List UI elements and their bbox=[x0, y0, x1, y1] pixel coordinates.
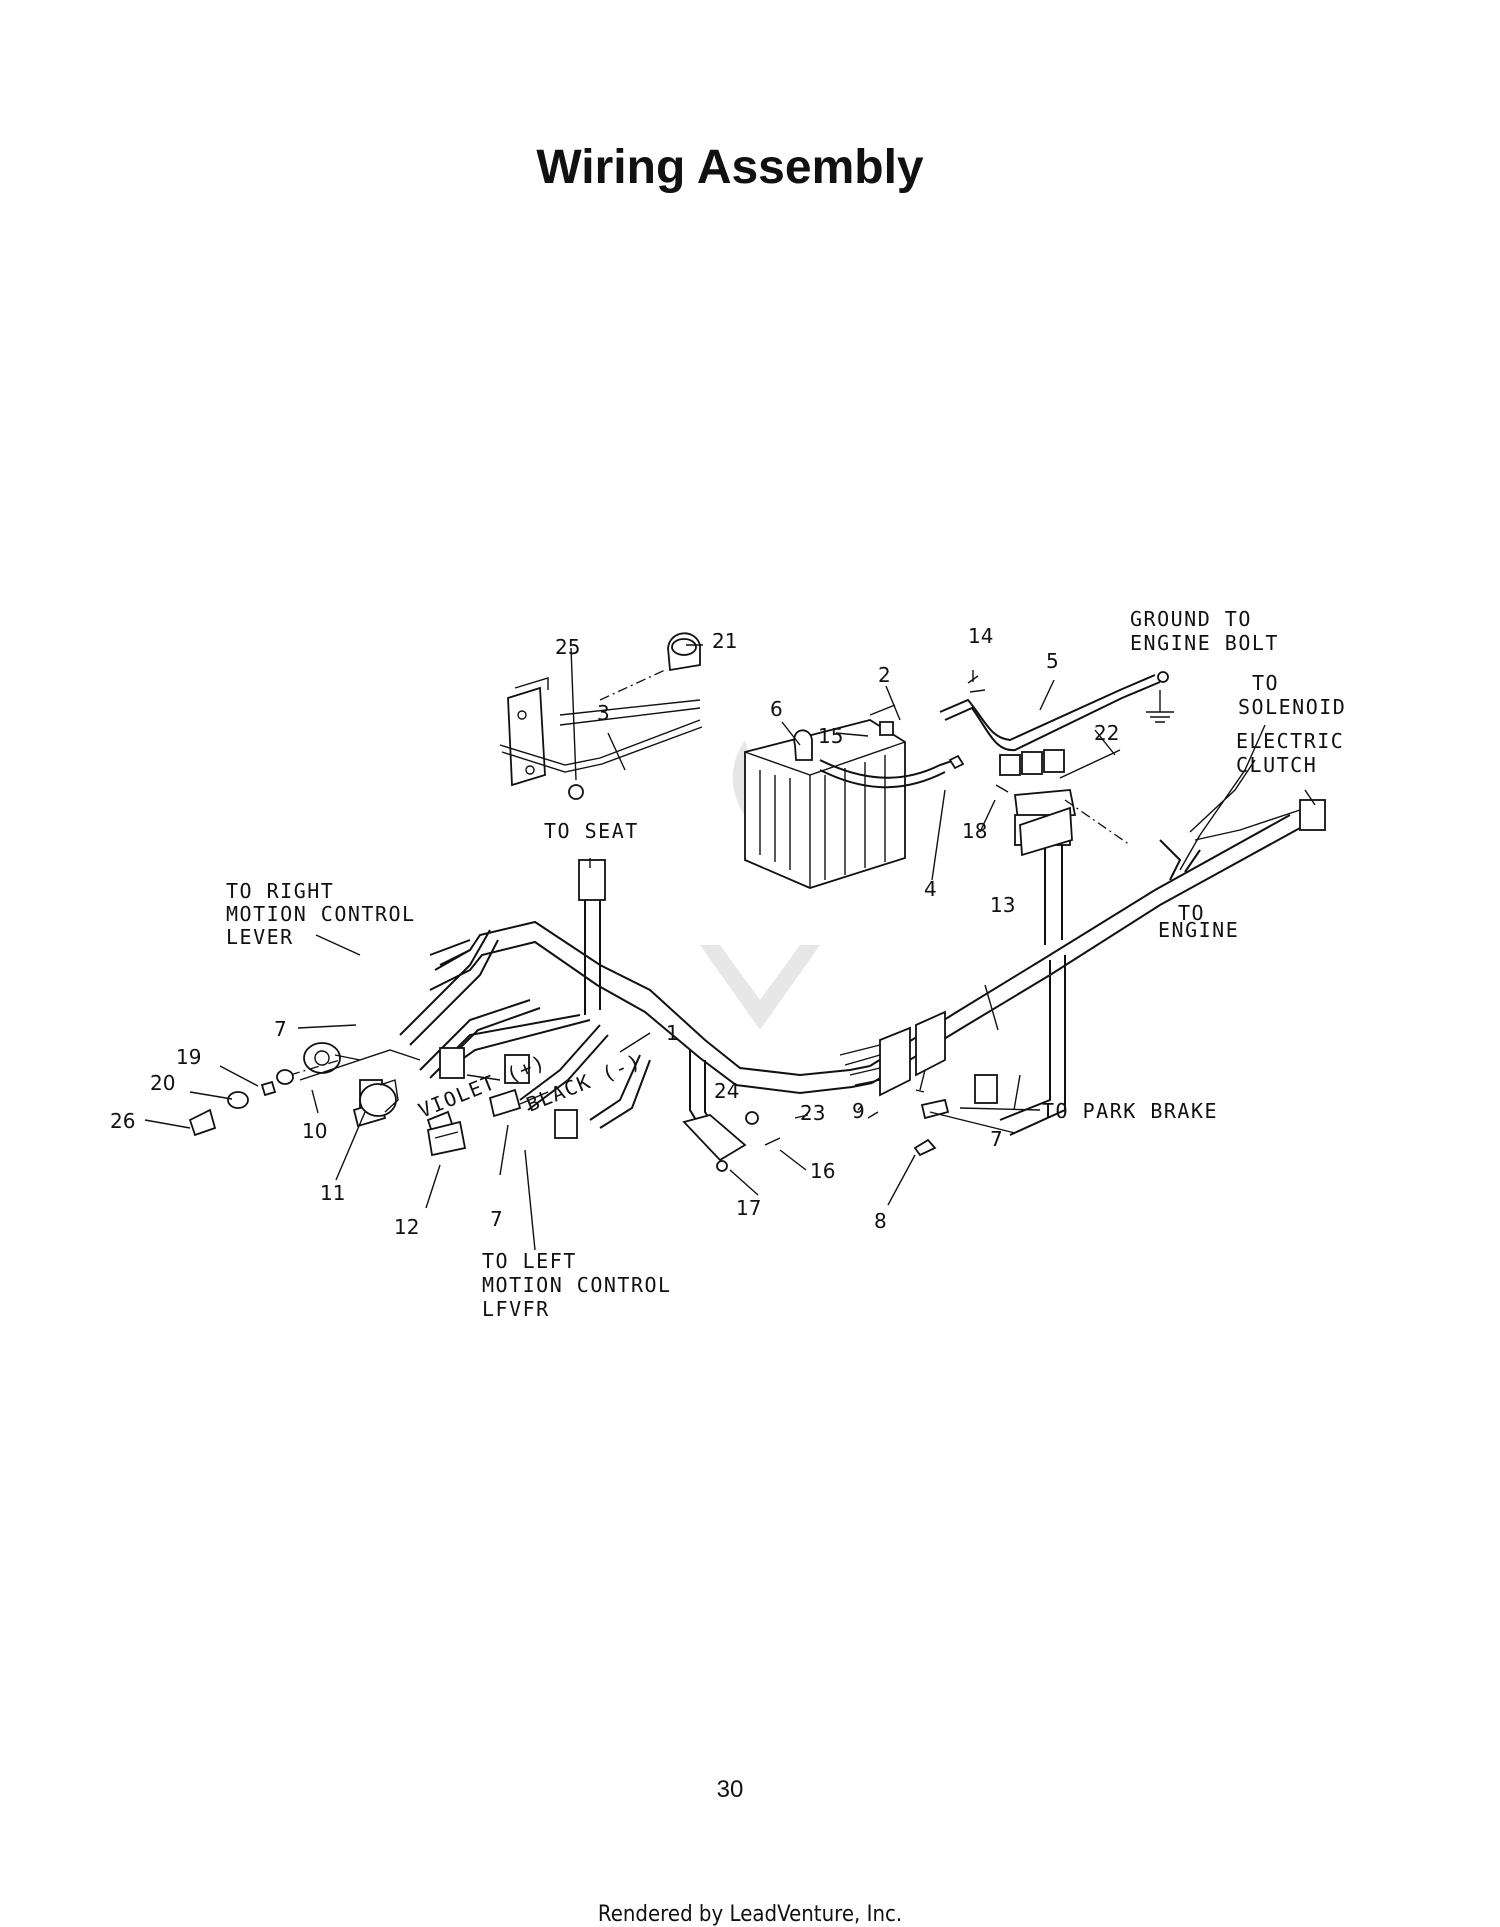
part-number-24: 24 bbox=[714, 1079, 739, 1103]
hardware bbox=[682, 675, 1009, 1172]
right-harness-branch bbox=[839, 724, 1326, 1136]
battery-cables bbox=[819, 671, 1169, 789]
label-ground-to: GROUND TO bbox=[1130, 607, 1252, 631]
part-number-17: 17 bbox=[736, 1196, 761, 1220]
part-number-10: 10 bbox=[302, 1119, 327, 1143]
part-number-20: 20 bbox=[150, 1071, 175, 1095]
label-to: TO bbox=[1252, 671, 1279, 695]
page-number: 30 bbox=[716, 1776, 744, 1803]
label-solenoid: SOLENOID bbox=[1238, 695, 1346, 719]
main-harness bbox=[429, 859, 873, 1136]
part-number-19: 19 bbox=[176, 1045, 201, 1069]
callout-to-right-motion-control-lever: TO RIGHT MOTION CONTROL LEVER bbox=[226, 879, 416, 949]
part-number-16: 16 bbox=[810, 1159, 835, 1183]
part-number-5: 5 bbox=[1046, 649, 1059, 673]
part-number-7a: 7 bbox=[274, 1017, 287, 1041]
seat-switch-bracket bbox=[499, 632, 703, 800]
leader-lines bbox=[144, 644, 1316, 1251]
page-title: Wiring Assembly bbox=[536, 141, 924, 194]
part-number-15: 15 bbox=[818, 724, 843, 748]
part-number-14: 14 bbox=[968, 624, 993, 648]
part-number-22: 22 bbox=[1094, 721, 1119, 745]
label-motion-control: MOTION CONTROL bbox=[226, 902, 416, 926]
label-engine: ENGINE bbox=[1158, 918, 1239, 942]
hour-meter bbox=[359, 1079, 399, 1117]
part-number-6: 6 bbox=[770, 697, 783, 721]
part-number-3: 3 bbox=[597, 701, 610, 725]
label-clutch: CLUTCH bbox=[1236, 753, 1317, 777]
part-number-1: 1 bbox=[666, 1021, 679, 1045]
part-number-18: 18 bbox=[962, 819, 987, 843]
label-lfvfr: LFVFR bbox=[482, 1297, 550, 1321]
part-number-2: 2 bbox=[878, 663, 891, 687]
part-number-25: 25 bbox=[555, 635, 580, 659]
part-number-21: 21 bbox=[712, 629, 737, 653]
callout-ground-to-engine-bolt: GROUND TO ENGINE BOLT bbox=[1130, 607, 1279, 655]
part-number-7b: 7 bbox=[490, 1207, 503, 1231]
label-lever: LEVER bbox=[226, 925, 294, 949]
label-electric: ELECTRIC bbox=[1236, 729, 1344, 753]
label-to-seat: TO SEAT bbox=[544, 819, 639, 843]
part-number-13: 13 bbox=[990, 893, 1015, 917]
part-number-26: 26 bbox=[110, 1109, 135, 1133]
part-number-23: 23 bbox=[800, 1101, 825, 1125]
callout-to-left-motion-control: TO LEFT MOTION CONTROL LFVFR bbox=[482, 1249, 672, 1321]
part-number-7c: 7 bbox=[990, 1127, 1003, 1151]
label-to-left: TO LEFT bbox=[482, 1249, 577, 1273]
part-number-11: 11 bbox=[320, 1181, 345, 1205]
part-number-12: 12 bbox=[394, 1215, 419, 1239]
callout-electric-clutch: ELECTRIC CLUTCH bbox=[1236, 729, 1344, 777]
footer-credit: Rendered by LeadVenture, Inc. bbox=[597, 1902, 903, 1927]
callout-to-solenoid: TO SOLENOID bbox=[1238, 671, 1346, 719]
ground-symbol bbox=[1146, 690, 1174, 723]
part-number-4: 4 bbox=[924, 877, 937, 901]
label-to-right: TO RIGHT bbox=[226, 879, 334, 903]
key-switch bbox=[188, 1042, 421, 1137]
label-motion-control: MOTION CONTROL bbox=[482, 1273, 672, 1297]
part-numbers: 1 2 3 4 5 6 7 7 7 8 9 10 11 12 13 14 15 … bbox=[110, 624, 1119, 1239]
callout-to-engine: TO ENGINE bbox=[1158, 901, 1239, 942]
label-to-park-brake: TO PARK BRAKE bbox=[1042, 1099, 1218, 1123]
label-to: TO bbox=[1178, 901, 1205, 925]
part-number-8: 8 bbox=[874, 1209, 887, 1233]
part-number-9: 9 bbox=[852, 1099, 865, 1123]
label-engine-bolt: ENGINE BOLT bbox=[1130, 631, 1279, 655]
reverse-switch bbox=[426, 1120, 467, 1157]
